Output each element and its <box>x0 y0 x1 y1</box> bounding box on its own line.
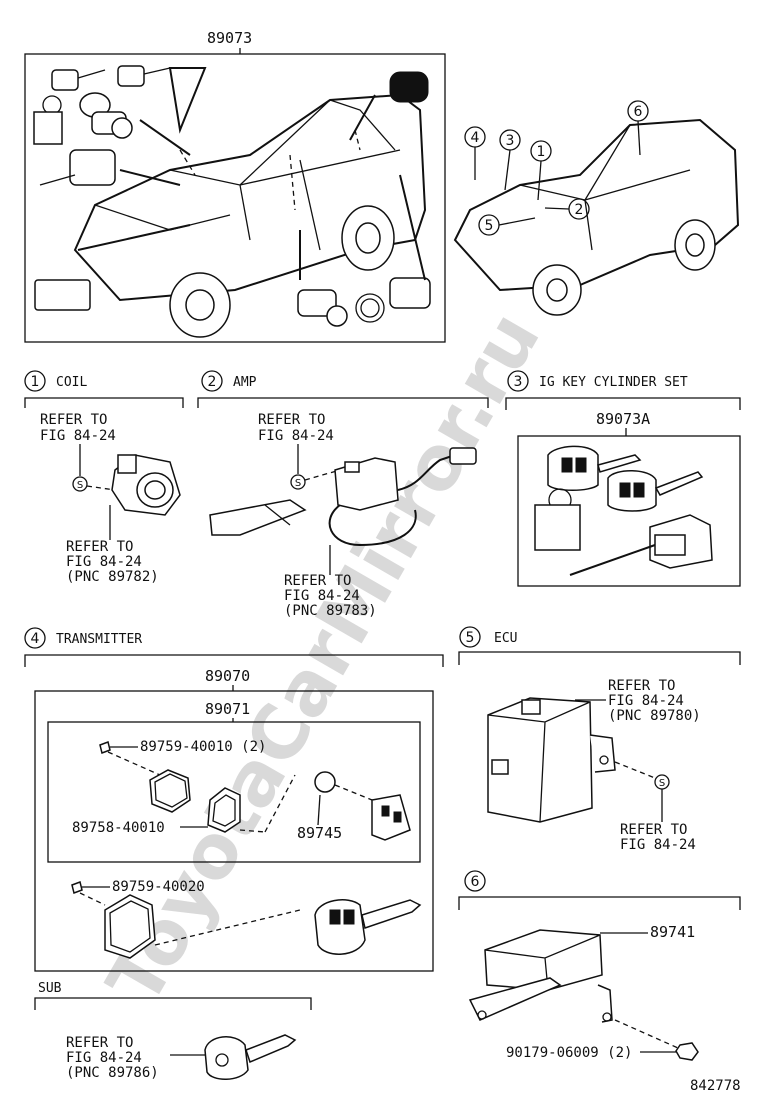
sub-title: SUB <box>38 981 62 996</box>
bolt <box>675 1042 699 1061</box>
overview-right: 4 3 1 6 5 2 <box>453 100 740 316</box>
overview-left: 89073 <box>24 29 446 343</box>
section-6: 6 89741 90179-06009 (2) <box>458 870 741 1061</box>
figure-id: 842778 <box>690 1078 741 1094</box>
svg-text:REFER TO: REFER TO <box>258 412 325 428</box>
ig-key-parts <box>534 445 713 576</box>
transmitter-inner-frame <box>47 721 421 863</box>
section-ig-key: 3 IG KEY CYLINDER SET 89073A <box>505 370 741 587</box>
section-sub: SUB REFER TO FIG 84-24 (PNC 89786) <box>34 981 312 1081</box>
svg-text:(PNC 89782): (PNC 89782) <box>66 569 159 585</box>
ecu-part <box>487 697 616 823</box>
svg-text:4: 4 <box>471 130 480 146</box>
sub-key-head <box>204 1036 249 1080</box>
svg-text:3: 3 <box>514 374 523 390</box>
svg-text:REFER TO: REFER TO <box>284 573 351 589</box>
callout-3: 3 <box>499 129 521 191</box>
callout-5: 5 <box>478 214 536 236</box>
ig-key-frame <box>517 435 741 587</box>
part-89073A-label: 89073A <box>596 410 650 428</box>
ecu-title: ECU <box>494 631 517 646</box>
part-89741-label: 89741 <box>650 923 695 941</box>
svg-text:FIG 84-24: FIG 84-24 <box>258 428 334 444</box>
svg-text:89759-40020: 89759-40020 <box>112 879 205 895</box>
svg-text:REFER TO: REFER TO <box>608 678 675 694</box>
transmitter-fob <box>371 794 411 841</box>
svg-text:(PNC 89783): (PNC 89783) <box>284 603 377 619</box>
ig-key-title: IG KEY CYLINDER SET <box>539 375 688 390</box>
svg-text:REFER TO: REFER TO <box>66 539 133 555</box>
svg-text:FIG 84-24: FIG 84-24 <box>66 1050 142 1066</box>
transmitter-title: TRANSMITTER <box>56 632 142 647</box>
svg-text:REFER TO: REFER TO <box>620 822 687 838</box>
svg-text:(PNC 89780): (PNC 89780) <box>608 708 701 724</box>
svg-text:5: 5 <box>485 218 494 234</box>
svg-text:S: S <box>659 778 665 789</box>
vehicle-left-drawing <box>73 93 427 338</box>
part-89070-label: 89070 <box>205 667 250 685</box>
part-89071-label: 89071 <box>205 700 250 718</box>
svg-text:S: S <box>77 480 83 491</box>
svg-text:89745: 89745 <box>297 824 342 842</box>
svg-text:6: 6 <box>634 104 643 120</box>
overview-left-frame <box>24 53 446 343</box>
vehicle-right-drawing <box>453 118 740 316</box>
svg-text:3: 3 <box>506 133 515 149</box>
section-ecu: 5 ECU REFER TO FIG 84-24 (PNC 89780) S R… <box>458 626 741 853</box>
callout-6: 6 <box>627 100 649 156</box>
svg-text:FIG 84-24: FIG 84-24 <box>620 837 696 853</box>
svg-text:(PNC 89786): (PNC 89786) <box>66 1065 159 1081</box>
amp-title: AMP <box>233 375 257 390</box>
sec6-part <box>468 929 613 1023</box>
part-89073-label: 89073 <box>207 29 252 47</box>
svg-text:5: 5 <box>466 630 475 646</box>
section-amp: 2 AMP REFER TO FIG 84-24 S REFER TO FIG … <box>197 370 489 619</box>
svg-text:4: 4 <box>31 631 40 647</box>
key-head <box>314 899 366 955</box>
callout-2: 2 <box>544 198 590 220</box>
svg-text:FIG 84-24: FIG 84-24 <box>608 693 684 709</box>
svg-text:6: 6 <box>471 874 480 890</box>
svg-text:FIG 84-24: FIG 84-24 <box>66 554 142 570</box>
battery <box>314 771 336 793</box>
coil-part <box>111 454 181 516</box>
svg-text:FIG 84-24: FIG 84-24 <box>284 588 360 604</box>
svg-text:89759-40010 (2): 89759-40010 (2) <box>140 739 266 755</box>
section-transmitter: 4 TRANSMITTER 89070 89071 89759-40010 (2… <box>24 627 444 972</box>
svg-text:REFER TO: REFER TO <box>66 1035 133 1051</box>
svg-text:89758-40010: 89758-40010 <box>72 820 165 836</box>
amp-part <box>209 447 477 547</box>
coil-title: COIL <box>56 375 87 390</box>
transmitter-outer-frame <box>34 690 434 972</box>
overview-parts <box>33 65 431 327</box>
callout-4: 4 <box>464 126 486 180</box>
svg-text:FIG 84-24: FIG 84-24 <box>40 428 116 444</box>
svg-text:2: 2 <box>208 374 217 390</box>
svg-text:1: 1 <box>31 374 40 390</box>
svg-text:REFER TO: REFER TO <box>40 412 107 428</box>
svg-text:2: 2 <box>575 202 584 218</box>
section-coil: 1 COIL REFER TO FIG 84-24 S REFER TO FIG… <box>24 370 184 585</box>
callout-1: 1 <box>530 140 552 201</box>
key-shell <box>104 894 156 959</box>
svg-text:90179-06009 (2): 90179-06009 (2) <box>506 1045 632 1061</box>
svg-text:S: S <box>295 478 301 489</box>
svg-text:1: 1 <box>537 144 546 160</box>
